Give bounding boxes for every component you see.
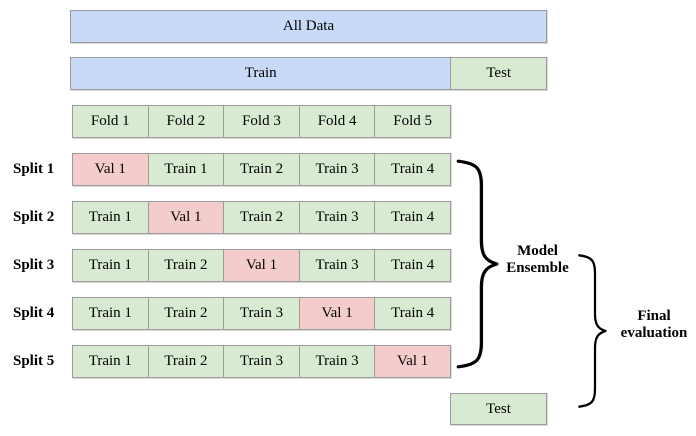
validation-cell: Val 1 [374,346,450,377]
model-ensemble-line2: Ensemble [506,260,569,276]
fold-header-cell: Fold 4 [298,106,375,137]
all-data-bar: All Data [70,10,547,43]
model-ensemble-line1: Model [517,243,558,259]
train-cell: Train 4 [374,250,450,281]
train-cell: Train 1 [73,346,148,377]
train-cell: Train 4 [374,154,450,185]
train-cell: Train 3 [223,346,299,377]
train-cell: Train 2 [147,346,224,377]
train-cell: Train 3 [298,154,375,185]
split-label: Split 4 [13,305,55,321]
split-label: Split 3 [13,257,55,273]
train-cell: Train 1 [73,250,148,281]
train-cell: Train 4 [374,202,450,233]
train-cell: Train 2 [147,298,224,329]
split-label: Split 5 [13,353,55,369]
train-cell: Train 2 [147,250,224,281]
train-cell: Train 2 [223,154,299,185]
model-ensemble-label: Model Ensemble [495,243,580,277]
train-test-bar: Train Test [70,57,547,90]
validation-cell: Val 1 [73,154,148,185]
final-evaluation-brace [578,254,607,408]
validation-cell: Val 1 [298,298,375,329]
train-cell: Train 2 [223,202,299,233]
train-segment: Train [71,58,451,89]
validation-cell: Val 1 [223,250,299,281]
split-label: Split 1 [13,161,55,177]
fold-header-cell: Fold 1 [73,106,148,137]
validation-cell: Val 1 [147,202,224,233]
train-cell: Train 1 [73,298,148,329]
train-cell: Train 1 [147,154,224,185]
fold-header-cell: Fold 3 [223,106,299,137]
train-cell: Train 3 [298,346,375,377]
split-label: Split 2 [13,209,55,225]
fold-header-cell: Fold 2 [147,106,224,137]
final-evaluation-line2: evaluation [620,325,688,341]
fold-header-cell: Fold 5 [374,106,450,137]
all-data-label: All Data [282,18,335,34]
model-ensemble-brace [456,159,499,369]
train-cell: Train 4 [374,298,450,329]
train-cell: Train 3 [298,250,375,281]
train-cell: Train 1 [73,202,148,233]
bottom-test-box: Test [450,393,547,425]
train-cell: Train 3 [223,298,299,329]
bottom-test-label: Test [486,401,511,417]
final-evaluation-label: Final evaluation [612,308,696,342]
final-evaluation-line1: Final [637,308,671,324]
test-segment: Test [450,58,546,89]
train-cell: Train 3 [298,202,375,233]
